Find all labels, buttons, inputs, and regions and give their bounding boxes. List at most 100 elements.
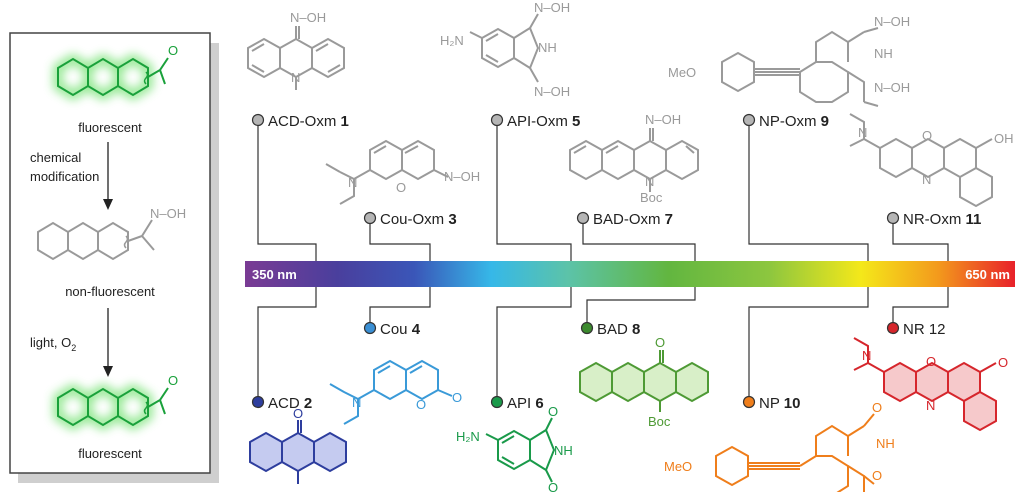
probe-3-label: Cou-Oxm 3 xyxy=(363,211,457,228)
acd-o: O xyxy=(293,406,303,421)
scale-min-label: 350 nm xyxy=(252,267,297,282)
nr-n: N xyxy=(862,348,871,363)
api-oxm-nh: NH xyxy=(538,40,557,55)
api-oxm-n-oh-bottom: N–OH xyxy=(534,84,570,99)
svg-text:NR 12: NR 12 xyxy=(903,321,946,338)
state-mid-label: non-fluorescent xyxy=(65,284,155,299)
bad-boc: Boc xyxy=(648,414,671,429)
structure-np xyxy=(715,413,875,492)
nr-o: O xyxy=(998,355,1008,370)
connector-probe-3 xyxy=(369,224,431,261)
bad-oxm-n: N xyxy=(645,174,654,189)
api-o-bottom: O xyxy=(548,480,558,492)
step1-line1: chemical xyxy=(30,150,81,165)
spectrum-bar: 350 nm 650 nm xyxy=(245,261,1015,287)
np-oxm-meo: MeO xyxy=(668,65,696,80)
product-10-num: 10 xyxy=(784,395,801,412)
cou-oxm-n-oh: N–OH xyxy=(444,169,480,184)
left-panel: O fluorescent chemical modification N–OH… xyxy=(9,32,219,483)
probe-11-dot xyxy=(886,211,900,225)
svg-text:Cou 4: Cou 4 xyxy=(380,321,421,338)
np-o-top: O xyxy=(872,400,882,415)
cou-n: N xyxy=(352,395,361,410)
api-oxm-h2n: H₂N xyxy=(440,33,464,48)
product-10-name: NP xyxy=(759,395,784,412)
arrow-head-2 xyxy=(103,366,113,377)
atom-n-oh: N–OH xyxy=(150,206,186,221)
api-oxm-n-oh-top: N–OH xyxy=(534,0,570,15)
connector-probe-5 xyxy=(496,126,572,261)
svg-text:ACD-Oxm 1: ACD-Oxm 1 xyxy=(268,113,349,130)
product-8-dot xyxy=(580,321,594,335)
probe-11-num: 11 xyxy=(966,211,982,228)
product-6-dot xyxy=(490,395,504,409)
connector-product-4 xyxy=(369,287,431,322)
nr-oxm-n-ring: N xyxy=(922,172,931,187)
np-meo: MeO xyxy=(664,459,692,474)
svg-text:BAD-Oxm 7: BAD-Oxm 7 xyxy=(593,211,673,228)
probe-9-name: NP-Oxm xyxy=(759,113,821,130)
product-10-label: NP 10 xyxy=(742,395,801,412)
product-2-num: 2 xyxy=(304,395,312,412)
scale-max-label: 650 nm xyxy=(965,267,1010,282)
connectors xyxy=(257,126,949,396)
spectrum-gradient xyxy=(245,261,1015,287)
product-8-label: BAD 8 xyxy=(580,321,640,338)
probe-9-label: NP-Oxm 9 xyxy=(742,113,829,130)
atom-o: O xyxy=(168,43,178,58)
svg-text:BAD 8: BAD 8 xyxy=(597,321,640,338)
probe-5-dot xyxy=(490,113,504,127)
probe-3-name: Cou-Oxm xyxy=(380,211,448,228)
panel-frame xyxy=(9,32,211,474)
structure-api-oxm xyxy=(469,13,540,83)
api-h2n: H₂N xyxy=(456,429,480,444)
cou-oxm-n: N xyxy=(348,175,357,190)
product-6-name: API xyxy=(507,395,535,412)
product-12-name: NR 12 xyxy=(903,321,946,338)
nr-oxm-n: N xyxy=(858,125,867,140)
probe-1-label: ACD-Oxm 1 xyxy=(251,113,349,130)
nr-o-ring: O xyxy=(926,354,936,369)
product-12-dot xyxy=(886,321,900,335)
np-o-bottom: O xyxy=(872,468,882,483)
bad-oxm-n-oh: N–OH xyxy=(645,112,681,127)
probe-7-dot xyxy=(576,211,590,225)
probe-1-name: ACD-Oxm xyxy=(268,113,341,130)
svg-text:ACD 2: ACD 2 xyxy=(268,395,312,412)
bad-oxm-boc: Boc xyxy=(640,190,663,205)
np-nh: NH xyxy=(876,436,895,451)
product-12-label: NR 12 xyxy=(886,321,946,338)
product-4-label: Cou 4 xyxy=(363,321,421,338)
product-8-name: BAD xyxy=(597,321,632,338)
structure-cou-oxm xyxy=(325,139,449,205)
product-2-dot xyxy=(251,395,265,409)
structure-api xyxy=(485,417,556,483)
connector-product-6 xyxy=(496,287,572,396)
structure-acd xyxy=(249,420,347,484)
atom-o: O xyxy=(168,373,178,388)
connector-product-10 xyxy=(748,287,869,396)
cou-o: O xyxy=(452,390,462,405)
probe-9-num: 9 xyxy=(821,113,829,130)
state-bottom-label: fluorescent xyxy=(78,446,142,461)
scaffold-fluorescent-top: O xyxy=(53,43,178,101)
nr-n-ring: N xyxy=(926,398,935,413)
structure-acd-oxm xyxy=(247,26,345,90)
probe-5-name: API-Oxm xyxy=(507,113,572,130)
product-6-label: API 6 xyxy=(490,395,544,412)
acd-oxm-n: N xyxy=(291,70,300,85)
product-8-num: 8 xyxy=(632,321,640,338)
nr-oxm-o: O xyxy=(922,128,932,143)
probe-1-num: 1 xyxy=(341,113,349,130)
probe-labels: ACD-Oxm 1 Cou-Oxm 3 API-Oxm 5 BAD-Oxm 7 … xyxy=(251,113,982,228)
connector-probe-11 xyxy=(892,224,949,261)
probe-5-label: API-Oxm 5 xyxy=(490,113,580,130)
structure-cou xyxy=(329,359,453,425)
probe-3-num: 3 xyxy=(448,211,456,228)
structure-np-oxm xyxy=(721,27,879,107)
acd-oxm-n-oh: N–OH xyxy=(290,10,326,25)
step2-label: light, O2 xyxy=(30,335,76,353)
product-6-num: 6 xyxy=(535,395,543,412)
nr-oxm-n-oh: OH xyxy=(994,131,1014,146)
